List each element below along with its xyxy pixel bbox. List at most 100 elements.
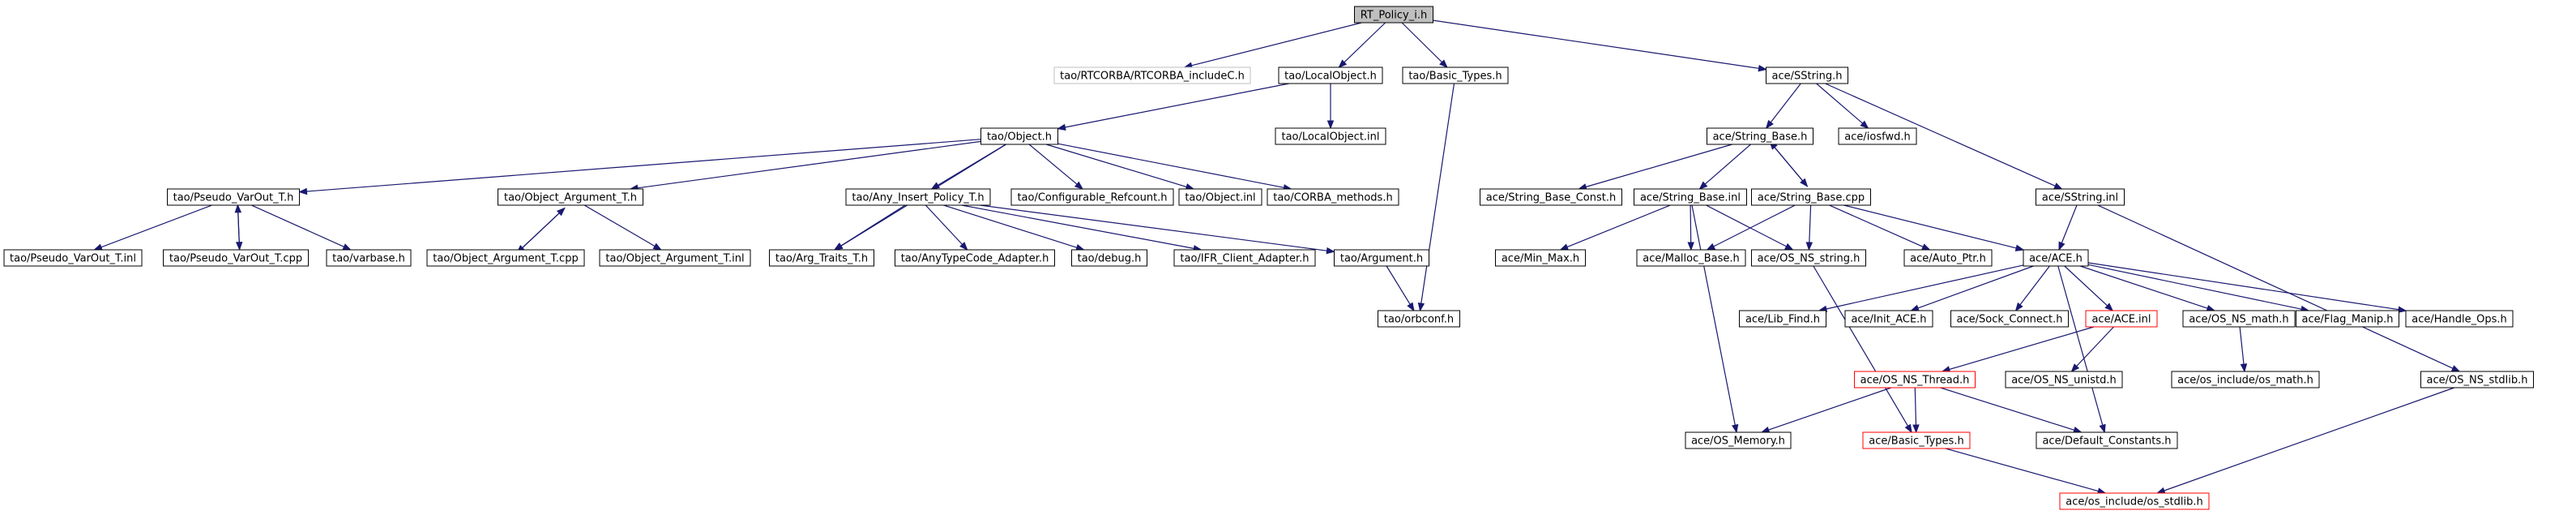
edge-ace-h-to-sock-connect-h: [2014, 265, 2050, 312]
node-string-base-h[interactable]: ace/String_Base.h: [1707, 127, 1813, 145]
node-label: ace/Init_ACE.h: [1851, 314, 1926, 326]
node-box: [2005, 371, 2123, 388]
node-box: [769, 249, 874, 267]
node-configurable-refcount[interactable]: tao/Configurable_Refcount.h: [1010, 188, 1174, 206]
edge-any-insert-policy-h-to-argument-h: [980, 204, 1335, 255]
node-box: [1844, 310, 1933, 328]
node-pseudo-varout-cpp[interactable]: tao/Pseudo_VarOut_T.cpp: [163, 249, 309, 267]
node-handle-ops-h[interactable]: ace/Handle_Ops.h: [2405, 310, 2514, 328]
node-label: ace/Lib_Find.h: [1745, 314, 1820, 326]
node-object-argument-inl[interactable]: tao/Object_Argument_T.inl: [599, 249, 751, 267]
edge-rt-policy-to-sstring-h: [1433, 19, 1767, 72]
node-box: [2085, 310, 2158, 328]
node-label: tao/IFR_Client_Adapter.h: [1180, 253, 1309, 265]
node-box: [1739, 310, 1826, 328]
node-label: tao/Object.inl: [1185, 192, 1255, 204]
node-object-h[interactable]: tao/Object.h: [980, 127, 1058, 145]
node-os-ns-stdlib-h[interactable]: ace/OS_NS_stdlib.h: [2420, 371, 2534, 388]
node-sock-connect-h[interactable]: ace/Sock_Connect.h: [1950, 310, 2069, 328]
node-label: ace/Basic_Types.h: [1869, 436, 1963, 448]
node-object-inl[interactable]: tao/Object.inl: [1178, 188, 1262, 206]
node-sstring-inl[interactable]: ace/SString.inl: [2036, 188, 2125, 206]
edge-rt-policy-to-localobject-h: [1338, 22, 1386, 68]
node-sstring-h[interactable]: ace/SString.h: [1766, 67, 1848, 84]
node-argument-h[interactable]: tao/Argument.h: [1334, 249, 1429, 267]
node-any-insert-policy-h[interactable]: tao/Any_Insert_Policy_T.h: [845, 188, 991, 206]
node-basic-types-ace[interactable]: ace/Basic_Types.h: [1862, 431, 1971, 449]
node-box: [1354, 6, 1433, 24]
node-string-base-cpp[interactable]: ace/String_Base.cpp: [1751, 188, 1871, 206]
node-label: tao/Any_Insert_Policy_T.h: [852, 192, 984, 204]
node-ifr-client-adapter[interactable]: tao/IFR_Client_Adapter.h: [1173, 249, 1316, 267]
edge-basic-types-tao-to-orbconf-h: [1417, 83, 1455, 312]
node-anytypecode-adapter[interactable]: tao/AnyTypeCode_Adapter.h: [895, 249, 1055, 267]
node-ace-h[interactable]: ace/ACE.h: [2023, 249, 2089, 267]
node-label: ace/os_include/os_stdlib.h: [2065, 496, 2202, 509]
node-box: [1707, 127, 1813, 145]
node-box: [2420, 371, 2534, 388]
node-default-constants[interactable]: ace/Default_Constants.h: [2036, 431, 2178, 449]
edge-object-argument-cpp-to-object-argument-h: [516, 207, 566, 254]
edge-object-argument-h-to-object-argument-inl: [583, 204, 662, 251]
node-box: [3, 249, 143, 267]
node-box: [980, 127, 1058, 145]
edge-os-ns-thread-h-to-default-constants: [1940, 387, 2083, 434]
edge-string-base-inl-to-malloc-base-h: [1687, 204, 1694, 251]
node-pseudo-varout-inl[interactable]: tao/Pseudo_VarOut_T.inl: [3, 249, 143, 267]
node-label: ace/String_Base.inl: [1640, 192, 1741, 204]
node-rtcorba-includeC[interactable]: tao/RTCORBA/RTCORBA_includeC.h: [1053, 67, 1251, 84]
node-os-ns-math-h[interactable]: ace/OS_NS_math.h: [2182, 310, 2296, 328]
edge-os-ns-stdlib-h-to-os-stdlib-h: [2155, 387, 2455, 494]
node-ace-inl[interactable]: ace/ACE.inl: [2085, 310, 2158, 328]
edge-string-base-cpp-to-ace-h: [1843, 204, 2025, 251]
node-box: [2023, 249, 2089, 267]
node-basic-types-tao[interactable]: tao/Basic_Types.h: [1402, 67, 1509, 84]
node-os-ns-thread-h[interactable]: ace/OS_NS_Thread.h: [1854, 371, 1976, 388]
node-iosfwd-h[interactable]: ace/iosfwd.h: [1838, 127, 1917, 145]
node-os-ns-unistd-h[interactable]: ace/OS_NS_unistd.h: [2005, 371, 2123, 388]
node-pseudo-varout-h[interactable]: tao/Pseudo_VarOut_T.h: [167, 188, 300, 206]
edge-ace-h-to-os-ns-math-h: [2079, 265, 2216, 312]
node-malloc-base-h[interactable]: ace/Malloc_Base.h: [1636, 249, 1746, 267]
node-init-ace-h[interactable]: ace/Init_ACE.h: [1844, 310, 1933, 328]
edge-string-base-cpp-to-malloc-base-h: [1706, 204, 1796, 251]
edge-localobject-h-to-localobject-inl: [1326, 84, 1335, 130]
node-box: [2182, 310, 2296, 328]
node-auto-ptr-h[interactable]: ace/Auto_Ptr.h: [1903, 249, 1993, 267]
node-lib-find-h[interactable]: ace/Lib_Find.h: [1739, 310, 1826, 328]
edge-string-base-h-to-string-base-const: [1578, 144, 1732, 191]
edge-ace-h-to-handle-ops-h: [2087, 262, 2407, 313]
node-arg-traits-h[interactable]: tao/Arg_Traits_T.h: [769, 249, 874, 267]
node-label: tao/orbconf.h: [1384, 314, 1454, 326]
node-box: [167, 188, 300, 206]
node-corba-methods[interactable]: tao/CORBA_methods.h: [1267, 188, 1399, 206]
node-box: [1636, 249, 1746, 267]
node-orbconf-h[interactable]: tao/orbconf.h: [1378, 310, 1460, 328]
node-os-math-h[interactable]: ace/os_include/os_math.h: [2171, 371, 2320, 388]
node-localobject-h[interactable]: tao/LocalObject.h: [1278, 67, 1383, 84]
node-label: ace/ACE.inl: [2091, 314, 2151, 326]
edge-object-h-to-object-inl: [1045, 144, 1195, 191]
node-box: [163, 249, 309, 267]
node-os-memory-h[interactable]: ace/OS_Memory.h: [1685, 431, 1792, 449]
node-os-stdlib-h[interactable]: ace/os_include/os_stdlib.h: [2059, 492, 2210, 510]
node-flag-manip-h[interactable]: ace/Flag_Manip.h: [2296, 310, 2399, 328]
node-os-ns-string-h[interactable]: ace/OS_NS_string.h: [1751, 249, 1866, 267]
node-label: ace/OS_NS_math.h: [2189, 314, 2288, 326]
edge-pseudo-varout-h-to-pseudo-varout-inl: [93, 204, 212, 251]
edge-string-base-inl-to-os-ns-string-h: [1706, 204, 1794, 251]
node-string-base-const[interactable]: ace/String_Base_Const.h: [1480, 188, 1622, 206]
node-debug-h[interactable]: tao/debug.h: [1071, 249, 1147, 267]
edge-localobject-h-to-object-h: [1057, 83, 1289, 131]
edge-string-base-inl-to-os-memory-h: [1691, 204, 1739, 434]
node-localobject-inl[interactable]: tao/LocalObject.inl: [1275, 127, 1386, 145]
node-label: ace/Auto_Ptr.h: [1910, 253, 1986, 265]
node-varbase-h[interactable]: tao/varbase.h: [326, 249, 412, 267]
edge-ace-h-to-ace-inl: [2064, 265, 2114, 311]
node-min-max-h[interactable]: ace/Min_Max.h: [1495, 249, 1586, 267]
node-object-argument-h[interactable]: tao/Object_Argument_T.h: [498, 188, 643, 206]
node-label: tao/LocalObject.h: [1284, 71, 1377, 83]
node-string-base-inl[interactable]: ace/String_Base.inl: [1634, 188, 1747, 206]
node-box: [1402, 67, 1509, 84]
node-object-argument-cpp[interactable]: tao/Object_Argument_T.cpp: [426, 249, 585, 267]
